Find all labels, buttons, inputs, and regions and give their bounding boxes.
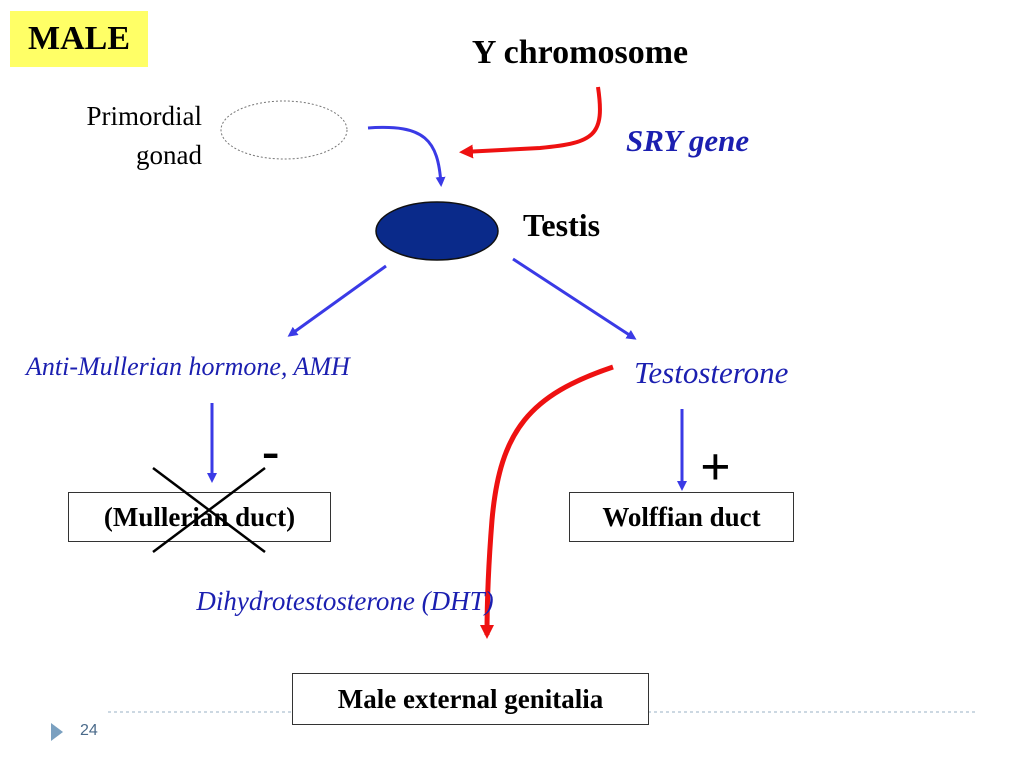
amh-label: Anti-Mullerian hormone, AMH: [26, 352, 350, 381]
y-to-gonad-arrow: [459, 86, 602, 159]
dht-label: Dihydrotestosterone (DHT): [196, 586, 494, 616]
sry-gene-label: SRY gene: [626, 123, 750, 158]
primordial-gonad-shape: [220, 100, 348, 160]
regression-cross-line-2: [152, 467, 266, 553]
testis-to-amh-arrow: [287, 264, 387, 337]
testis-shape: [375, 201, 499, 261]
wolffian-duct-box: Wolffian duct: [569, 492, 794, 542]
sex-label: MALE: [10, 11, 148, 67]
stimulation-sign: +: [700, 437, 731, 497]
primordial-gonad-label: Primordial gonad: [86, 101, 203, 170]
testosterone-label: Testosterone: [634, 355, 789, 390]
gonad-to-testis-arrow: [367, 125, 446, 187]
testis-to-testosterone-arrow: [512, 257, 637, 340]
y-chromosome-label: Y chromosome: [471, 34, 689, 71]
inhibition-sign: -: [262, 423, 280, 480]
slide-nav-triangle-icon: [51, 723, 63, 741]
male-external-genitalia-box: Male external genitalia: [292, 673, 649, 725]
slide-number: 24: [80, 722, 98, 739]
wolffian-duct-label: Wolffian duct: [602, 502, 761, 532]
male-external-genitalia-label: Male external genitalia: [337, 684, 604, 714]
testis-label: Testis: [523, 207, 601, 243]
testosterone-to-genitalia-arrow: [480, 364, 614, 639]
